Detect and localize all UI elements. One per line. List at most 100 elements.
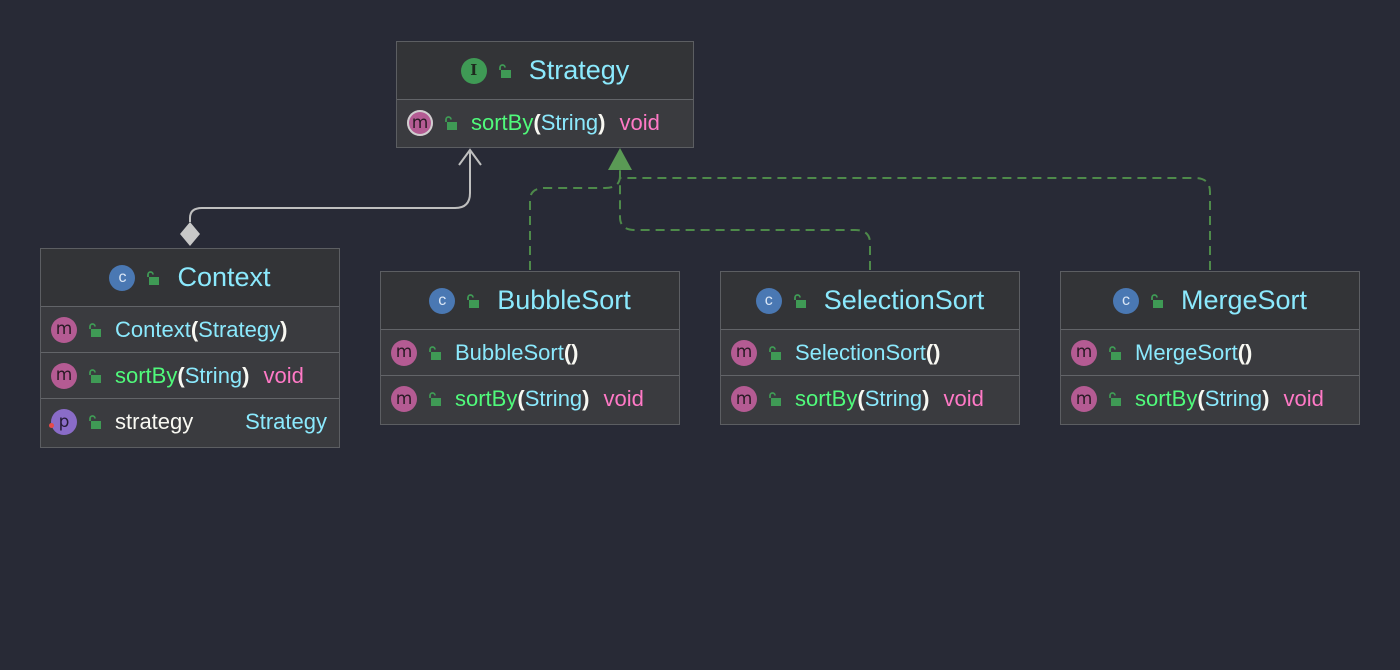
close-paren: ) [242,362,250,388]
composition-arrowhead [458,148,482,166]
method-name: sortBy [455,386,518,411]
method-icon: m [51,316,77,343]
realization-arrowhead [608,148,632,170]
property-icon-letter: p [58,411,70,432]
method-param-type: String [184,362,243,388]
close-paren: ) [598,110,606,135]
unlock-icon [429,392,441,406]
unlock-icon [1109,345,1121,360]
context-header: c Context [41,249,339,307]
unlock-icon [498,63,511,78]
bubblesort-class-box[interactable]: c BubbleSort m BubbleSort () m sortBy ( [380,271,680,425]
context-class-box[interactable]: c Context m Context ( Strategy ) m s [40,248,340,448]
realization-line-selectionsort [619,170,871,270]
constructor-name: MergeSort [1135,339,1238,365]
field-type: Strategy [245,409,327,434]
private-marker-icon [49,423,54,428]
method-icon: m [51,362,77,389]
unlock-icon [89,368,101,383]
method-return-type: void [943,386,984,411]
selectionsort-constructor[interactable]: m SelectionSort () [721,330,1019,376]
method-icon: m [1071,386,1097,412]
context-method-sortby[interactable]: m sortBy ( String ) void [41,353,339,399]
interface-icon: I [460,57,487,84]
method-icon: m [391,386,417,412]
method-return-type: void [603,386,644,411]
class-icon: c [755,287,782,314]
unlock-icon [769,392,781,406]
open-paren: ( [177,362,185,388]
constructor-name: SelectionSort [795,339,926,365]
composition-line [189,152,471,222]
selectionsort-title: SelectionSort [823,285,985,315]
strategy-header: I Strategy [397,42,693,100]
bubblesort-method-sortby[interactable]: m sortBy ( String ) void [381,376,679,422]
strategy-method-sortby[interactable]: m sortBy ( String ) void [397,100,693,146]
method-icon: m [731,339,757,366]
mergesort-header: c MergeSort [1061,272,1359,330]
unlock-icon [467,293,480,308]
mergesort-constructor[interactable]: m MergeSort () [1061,330,1359,376]
context-title: Context [177,262,271,292]
method-name: sortBy [795,386,858,411]
unlock-icon [1109,392,1121,406]
open-paren: ( [517,386,525,411]
strategy-title: Strategy [528,55,630,85]
composition-diamond [180,222,200,246]
selectionsort-header: c SelectionSort [721,272,1019,330]
unlock-icon [89,415,101,429]
bubblesort-title: BubbleSort [497,285,631,315]
constructor-name: Context [115,316,191,342]
property-icon: p [49,409,77,435]
bubblesort-header: c BubbleSort [381,272,679,330]
abstract-method-icon: m [407,110,433,136]
close-paren: ) [1262,386,1270,411]
unlock-icon [147,270,160,285]
realization-line-mergesort [620,177,1211,270]
mergesort-class-box[interactable]: c MergeSort m MergeSort () m sortBy ( [1060,271,1360,425]
mergesort-method-sortby[interactable]: m sortBy ( String ) void [1061,376,1359,422]
constructor-name: BubbleSort [455,339,564,365]
realization-line-bubblesort [529,170,621,270]
method-name: sortBy [115,362,178,388]
open-paren: ( [1197,386,1205,411]
unlock-icon [429,345,441,360]
method-icon: m [391,339,417,366]
method-return-type: void [263,362,304,388]
unlock-icon [445,116,457,130]
open-paren: ( [857,386,865,411]
selectionsort-class-box[interactable]: c SelectionSort m SelectionSort () m sor… [720,271,1020,425]
class-icon: c [429,287,456,314]
method-return-type: void [619,110,660,135]
unlock-icon [769,345,781,360]
open-paren: ( [190,316,199,342]
unlock-icon [89,322,101,337]
method-icon: m [1071,339,1097,366]
unlock-icon [1151,293,1163,308]
class-icon: c [1112,287,1139,314]
method-param-type: String [1204,386,1263,411]
method-param-type: String [540,110,599,135]
method-param-type: String [864,386,923,411]
close-paren: ) [280,316,288,342]
context-field-strategy[interactable]: p strategy Strategy [41,399,339,445]
context-constructor[interactable]: m Context ( Strategy ) [41,307,339,353]
unlock-icon [793,293,806,308]
field-name: strategy [115,409,194,434]
close-paren: ) [922,386,930,411]
selectionsort-method-sortby[interactable]: m sortBy ( String ) void [721,376,1019,422]
empty-parens: () [563,339,579,365]
bubblesort-constructor[interactable]: m BubbleSort () [381,330,679,376]
method-icon: m [731,386,757,412]
method-return-type: void [1283,386,1324,411]
method-name: sortBy [1135,386,1198,411]
strategy-interface-box[interactable]: I Strategy m sortBy ( String ) void [396,41,694,148]
method-param-type: String [524,386,583,411]
mergesort-title: MergeSort [1180,285,1308,315]
empty-parens: () [925,339,941,365]
empty-parens: () [1237,339,1253,365]
method-name: sortBy [471,110,534,135]
close-paren: ) [582,386,590,411]
